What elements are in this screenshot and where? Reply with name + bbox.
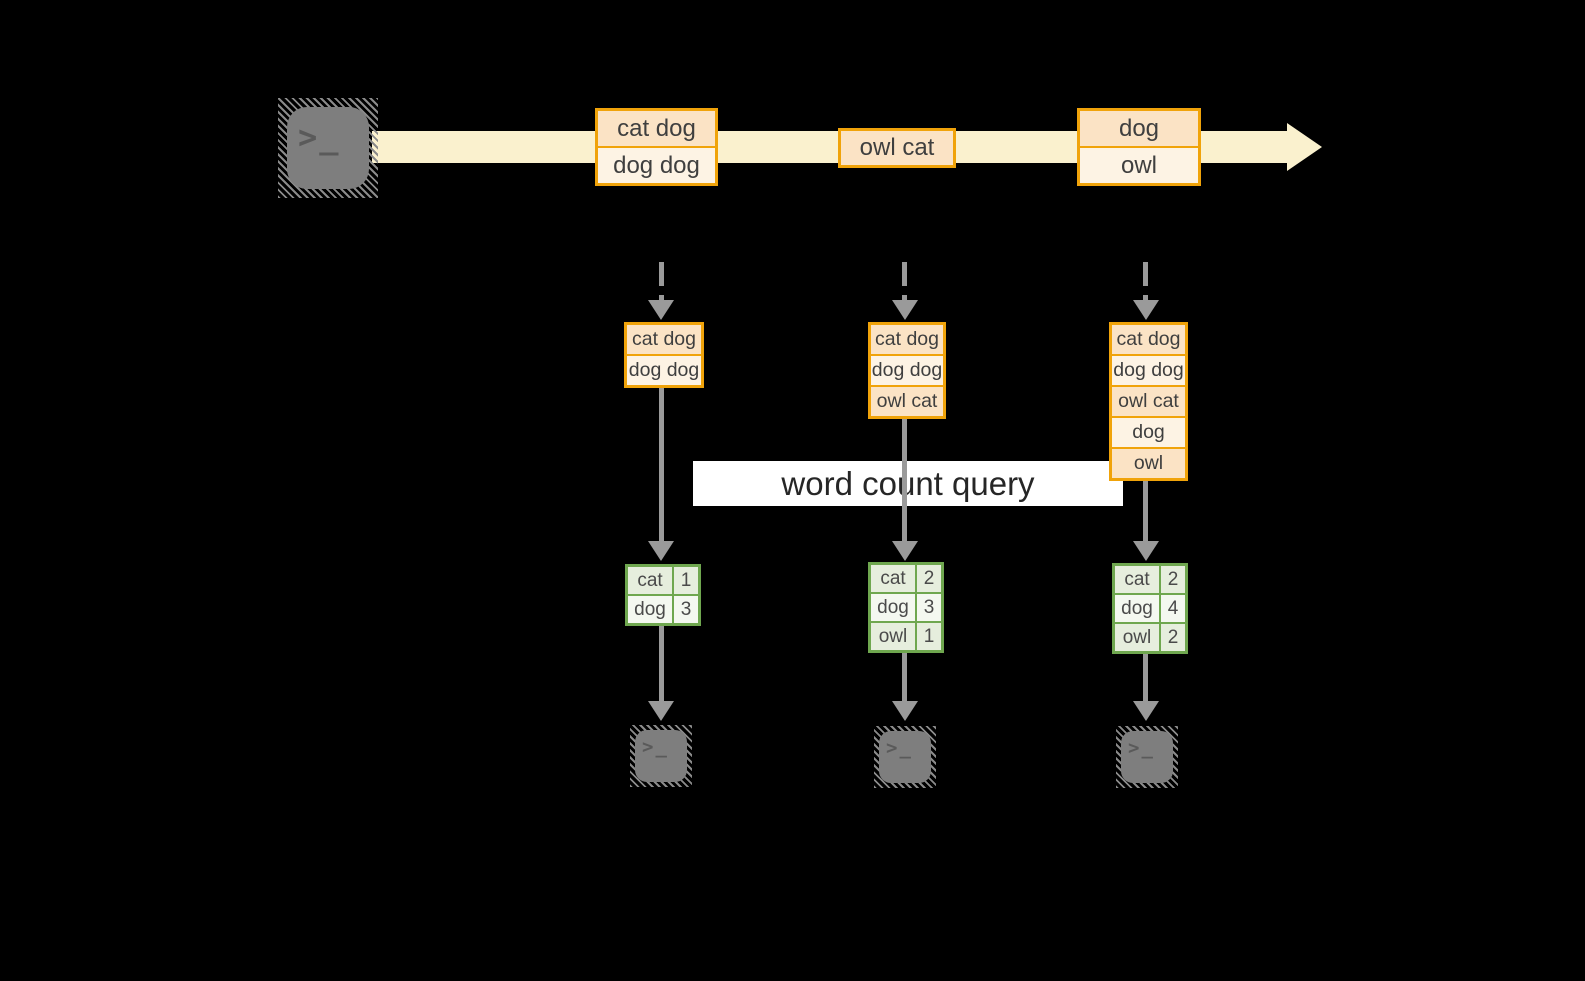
result-table: cat 2 dog 3 owl 1 bbox=[868, 562, 944, 653]
prompt-gt: > bbox=[1128, 737, 1142, 759]
result-table: cat 1 dog 3 bbox=[625, 564, 701, 626]
solid-arrow bbox=[1143, 654, 1148, 702]
count-cell: 2 bbox=[1161, 624, 1185, 651]
count-cell: 1 bbox=[917, 623, 941, 650]
dashed-arrow bbox=[659, 262, 664, 302]
arrow-head-icon bbox=[892, 701, 918, 721]
solid-arrow bbox=[902, 419, 907, 541]
batch-row: owl cat bbox=[841, 131, 953, 165]
stream-arrowhead-icon bbox=[1287, 123, 1322, 171]
stream-batch: owl cat bbox=[838, 128, 956, 168]
word-cell: cat bbox=[628, 567, 672, 594]
state-row: dog bbox=[1112, 416, 1185, 447]
batch-row: cat dog bbox=[598, 111, 715, 146]
state-row: owl bbox=[1112, 447, 1185, 478]
arrow-head-icon bbox=[892, 541, 918, 561]
stream-batch: dog owl bbox=[1077, 108, 1201, 186]
output-terminal-icon: >_ bbox=[1116, 726, 1178, 788]
dashed-arrow bbox=[1143, 262, 1148, 302]
state-stack: cat dog dog dog owl cat bbox=[868, 322, 946, 419]
arrow-head-icon bbox=[892, 300, 918, 320]
state-row: cat dog bbox=[1112, 325, 1185, 354]
solid-arrow bbox=[659, 626, 664, 702]
prompt-icon: >_ bbox=[642, 736, 669, 758]
prompt-gt: > bbox=[642, 736, 656, 758]
prompt-underscore: _ bbox=[655, 736, 669, 758]
solid-arrow bbox=[659, 388, 664, 541]
arrow-head-icon bbox=[1133, 701, 1159, 721]
word-cell: owl bbox=[871, 623, 915, 650]
state-row: dog dog bbox=[871, 354, 943, 385]
terminal-body bbox=[1121, 731, 1173, 783]
query-label: word count query bbox=[693, 461, 1123, 506]
state-stack: cat dog dog dog bbox=[624, 322, 704, 388]
batch-row: owl bbox=[1080, 146, 1198, 183]
arrow-head-icon bbox=[648, 300, 674, 320]
word-cell: dog bbox=[628, 596, 672, 623]
state-row: dog dog bbox=[1112, 354, 1185, 385]
prompt-icon: >_ bbox=[886, 737, 913, 759]
count-cell: 3 bbox=[674, 596, 698, 623]
word-cell: owl bbox=[1115, 624, 1159, 651]
prompt-underscore: _ bbox=[319, 118, 341, 156]
arrow-head-icon bbox=[1133, 300, 1159, 320]
arrow-head-icon bbox=[648, 541, 674, 561]
count-cell: 2 bbox=[917, 565, 941, 592]
output-terminal-icon: >_ bbox=[874, 726, 936, 788]
count-cell: 3 bbox=[917, 594, 941, 621]
count-cell: 2 bbox=[1161, 566, 1185, 593]
count-cell: 1 bbox=[674, 567, 698, 594]
state-row: owl cat bbox=[1112, 385, 1185, 416]
state-row: cat dog bbox=[871, 325, 943, 354]
state-stack: cat dog dog dog owl cat dog owl bbox=[1109, 322, 1188, 481]
terminal-body bbox=[635, 730, 687, 782]
arrow-head-icon bbox=[1133, 541, 1159, 561]
source-terminal-icon: >_ bbox=[278, 98, 378, 198]
word-cell: cat bbox=[1115, 566, 1159, 593]
word-cell: cat bbox=[871, 565, 915, 592]
solid-arrow bbox=[902, 653, 907, 702]
prompt-underscore: _ bbox=[899, 737, 913, 759]
prompt-underscore: _ bbox=[1141, 737, 1155, 759]
state-row: owl cat bbox=[871, 385, 943, 416]
dashed-arrow bbox=[902, 262, 907, 302]
output-terminal-icon: >_ bbox=[630, 725, 692, 787]
prompt-gt: > bbox=[886, 737, 900, 759]
state-row: cat dog bbox=[627, 325, 701, 354]
count-cell: 4 bbox=[1161, 595, 1185, 622]
word-cell: dog bbox=[1115, 595, 1159, 622]
terminal-body bbox=[879, 731, 931, 783]
prompt-gt: > bbox=[298, 118, 320, 156]
batch-row: dog bbox=[1080, 111, 1198, 146]
batch-row: dog dog bbox=[598, 146, 715, 183]
stream-batch: cat dog dog dog bbox=[595, 108, 718, 186]
arrow-head-icon bbox=[648, 701, 674, 721]
terminal-body bbox=[287, 107, 369, 189]
word-cell: dog bbox=[871, 594, 915, 621]
prompt-icon: >_ bbox=[1128, 737, 1155, 759]
result-table: cat 2 dog 4 owl 2 bbox=[1112, 563, 1188, 654]
prompt-icon: >_ bbox=[298, 118, 341, 156]
state-row: dog dog bbox=[627, 354, 701, 385]
solid-arrow bbox=[1143, 481, 1148, 541]
